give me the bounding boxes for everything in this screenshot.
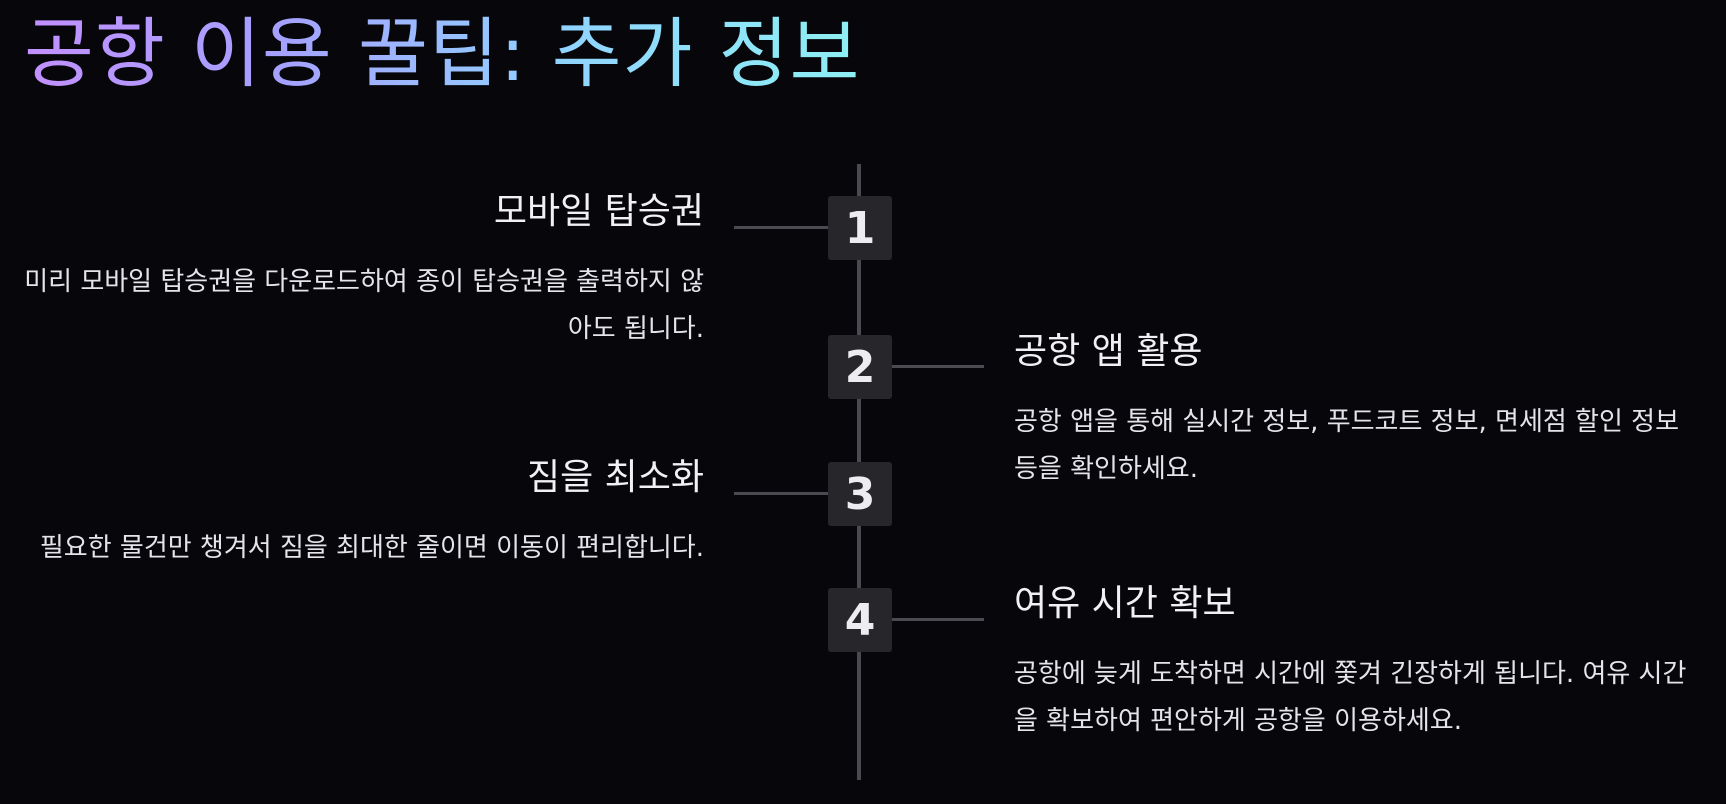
step-marker-1: 1: [828, 196, 892, 260]
item-title-4: 여유 시간 확보: [1014, 583, 1236, 624]
timeline-item-4: 여유 시간 확보 공항에 늦게 도착하면 시간에 쫓겨 긴장하게 됩니다. 여유…: [1014, 582, 1696, 745]
step-marker-2: 2: [828, 335, 892, 399]
timeline-item-2: 공항 앱 활용 공항 앱을 통해 실시간 정보, 푸드코트 정보, 면세점 할인…: [1014, 330, 1696, 493]
step-number-3: 3: [844, 468, 876, 520]
connector-2: [890, 365, 984, 368]
connector-4: [890, 618, 984, 621]
connector-3: [734, 492, 830, 495]
item-desc-3: 필요한 물건만 챙겨서 짐을 최대한 줄이면 이동이 편리합니다.: [39, 533, 704, 564]
timeline-item-3: 짐을 최소화 필요한 물건만 챙겨서 짐을 최대한 줄이면 이동이 편리합니다.: [22, 456, 704, 572]
step-number-1: 1: [844, 202, 876, 254]
connector-1: [734, 226, 830, 229]
step-marker-4: 4: [828, 588, 892, 652]
item-title-2: 공항 앱 활용: [1014, 331, 1203, 372]
item-desc-1: 미리 모바일 탑승권을 다운로드하여 종이 탑승권을 출력하지 않아도 됩니다.: [24, 267, 704, 345]
step-number-4: 4: [844, 594, 876, 646]
step-number-2: 2: [844, 341, 876, 393]
item-desc-2: 공항 앱을 통해 실시간 정보, 푸드코트 정보, 면세점 할인 정보 등을 확…: [1014, 407, 1679, 485]
step-marker-3: 3: [828, 462, 892, 526]
page-title: 공항 이용 꿀팁: 추가 정보: [24, 9, 861, 98]
timeline-item-1: 모바일 탑승권 미리 모바일 탑승권을 다운로드하여 종이 탑승권을 출력하지 …: [22, 190, 704, 353]
item-desc-4: 공항에 늦게 도착하면 시간에 쫓겨 긴장하게 됩니다. 여유 시간을 확보하여…: [1014, 659, 1687, 737]
item-title-3: 짐을 최소화: [526, 457, 704, 498]
item-title-1: 모바일 탑승권: [493, 191, 704, 232]
